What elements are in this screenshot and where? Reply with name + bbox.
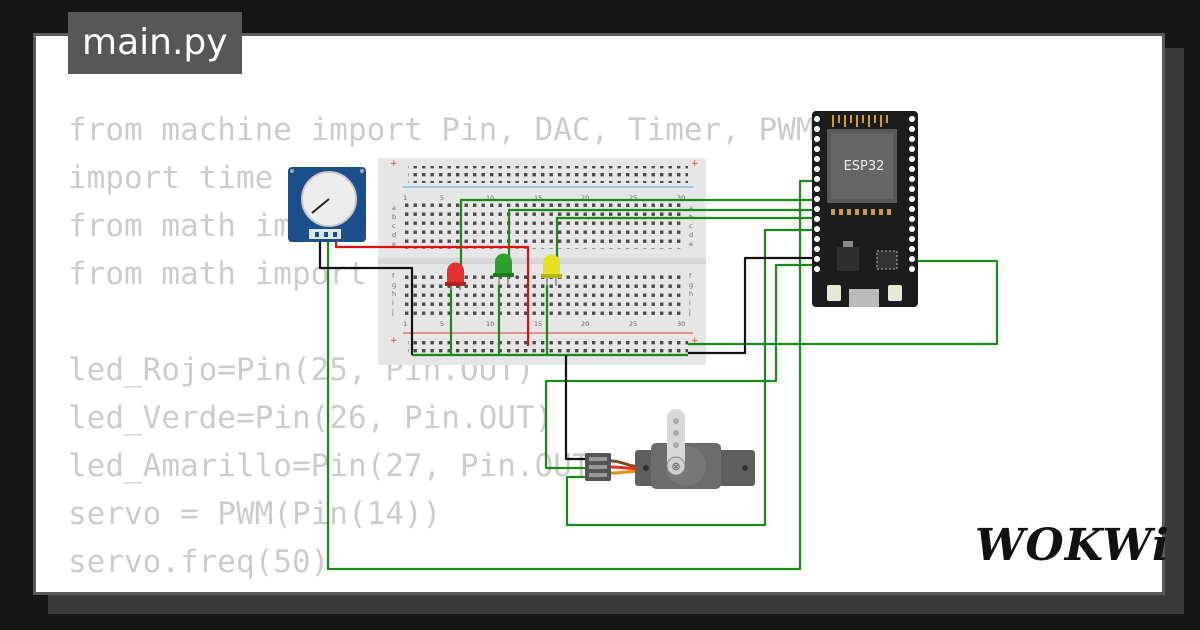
code-line: servo = PWM(Pin(14)): [68, 496, 442, 532]
bb-row-letter: d: [392, 231, 396, 239]
wire-green[interactable]: [544, 263, 815, 470]
bb-col-number: 15: [534, 194, 542, 202]
bb-row-letter: j: [688, 308, 691, 316]
svg-text:+: +: [390, 336, 398, 346]
wire-green[interactable]: [555, 216, 815, 266]
bb-row-letter: e: [689, 240, 693, 248]
bb-row-letter: f: [689, 272, 692, 280]
bb-col-number: 1: [403, 320, 407, 328]
svg-text:+: +: [691, 336, 699, 346]
led-red[interactable]: [445, 262, 466, 291]
wire-black[interactable]: [688, 256, 815, 355]
file-tab[interactable]: main.py: [68, 12, 242, 74]
bb-col-number: 5: [440, 320, 444, 328]
bb-col-number: 20: [581, 320, 589, 328]
wokwi-logo: WOKWi: [975, 520, 1170, 571]
bb-row-letter: a: [689, 204, 693, 212]
code-line: servo.freq(50): [68, 544, 330, 580]
bb-row-letter: b: [392, 213, 396, 221]
led-yellow[interactable]: [541, 254, 562, 287]
bb-row-letter: c: [689, 222, 693, 230]
bb-col-number: 30: [677, 194, 685, 202]
svg-text:+: +: [691, 159, 699, 169]
bb-col-number: 25: [629, 320, 637, 328]
bb-row-letter: c: [392, 222, 396, 230]
bb-col-number: 20: [581, 194, 589, 202]
bb-row-letter: h: [392, 290, 396, 298]
wire-green[interactable]: [688, 259, 999, 346]
wire-red[interactable]: [334, 241, 530, 346]
bb-col-number: 5: [440, 194, 444, 202]
bb-row-letter: i: [689, 299, 691, 307]
servo-motor[interactable]: ⊗: [585, 409, 755, 489]
bb-col-number: 10: [486, 320, 494, 328]
circuit-diagram: + + + + 1 5 10 15 20 25 30 1 5 10 15 20: [288, 111, 999, 571]
potentiometer[interactable]: [288, 167, 366, 242]
code-line: led_Verde=Pin(26, Pin.OUT): [68, 400, 554, 436]
code-line: led_Amarillo=Pin(27, Pin.OUT): [68, 448, 610, 484]
bb-row-letter: e: [392, 240, 396, 248]
bb-col-number: 25: [629, 194, 637, 202]
wire-green[interactable]: [459, 198, 815, 266]
wire-green[interactable]: [565, 228, 815, 527]
wire-green[interactable]: [326, 179, 815, 571]
bb-row-letter: i: [392, 299, 394, 307]
preview-card: from machine import Pin, DAC, Timer, PWM…: [33, 33, 1165, 595]
bb-col-number: 1: [403, 194, 407, 202]
bb-row-letter: d: [689, 231, 693, 239]
svg-text:+: +: [390, 159, 398, 169]
esp32-board[interactable]: ESP32: [812, 111, 918, 307]
bb-col-number: 10: [486, 194, 494, 202]
bb-row-letter: h: [689, 290, 693, 298]
bb-col-number: 30: [677, 320, 685, 328]
wire-black[interactable]: [564, 355, 588, 461]
bb-row-letter: j: [391, 308, 394, 316]
bb-row-letter: g: [392, 281, 396, 289]
code-line: from math import pi: [68, 256, 423, 292]
breadboard[interactable]: + + + + 1 5 10 15 20 25 30 1 5 10 15 20: [378, 158, 706, 365]
bb-row-letter: a: [392, 204, 396, 212]
code-line: from machine import Pin, DAC, Timer, PWM: [68, 112, 815, 148]
bb-col-number: 15: [534, 320, 542, 328]
svg-text:⊗: ⊗: [671, 460, 680, 473]
code-line: import time: [68, 160, 274, 196]
wire-black[interactable]: [318, 241, 414, 355]
bb-row-letter: f: [392, 272, 395, 280]
code-line: led_Rojo=Pin(25, Pin.OUT): [68, 352, 535, 388]
esp32-label: ESP32: [844, 159, 885, 174]
bb-row-letter: g: [689, 281, 693, 289]
led-green[interactable]: [493, 253, 514, 286]
